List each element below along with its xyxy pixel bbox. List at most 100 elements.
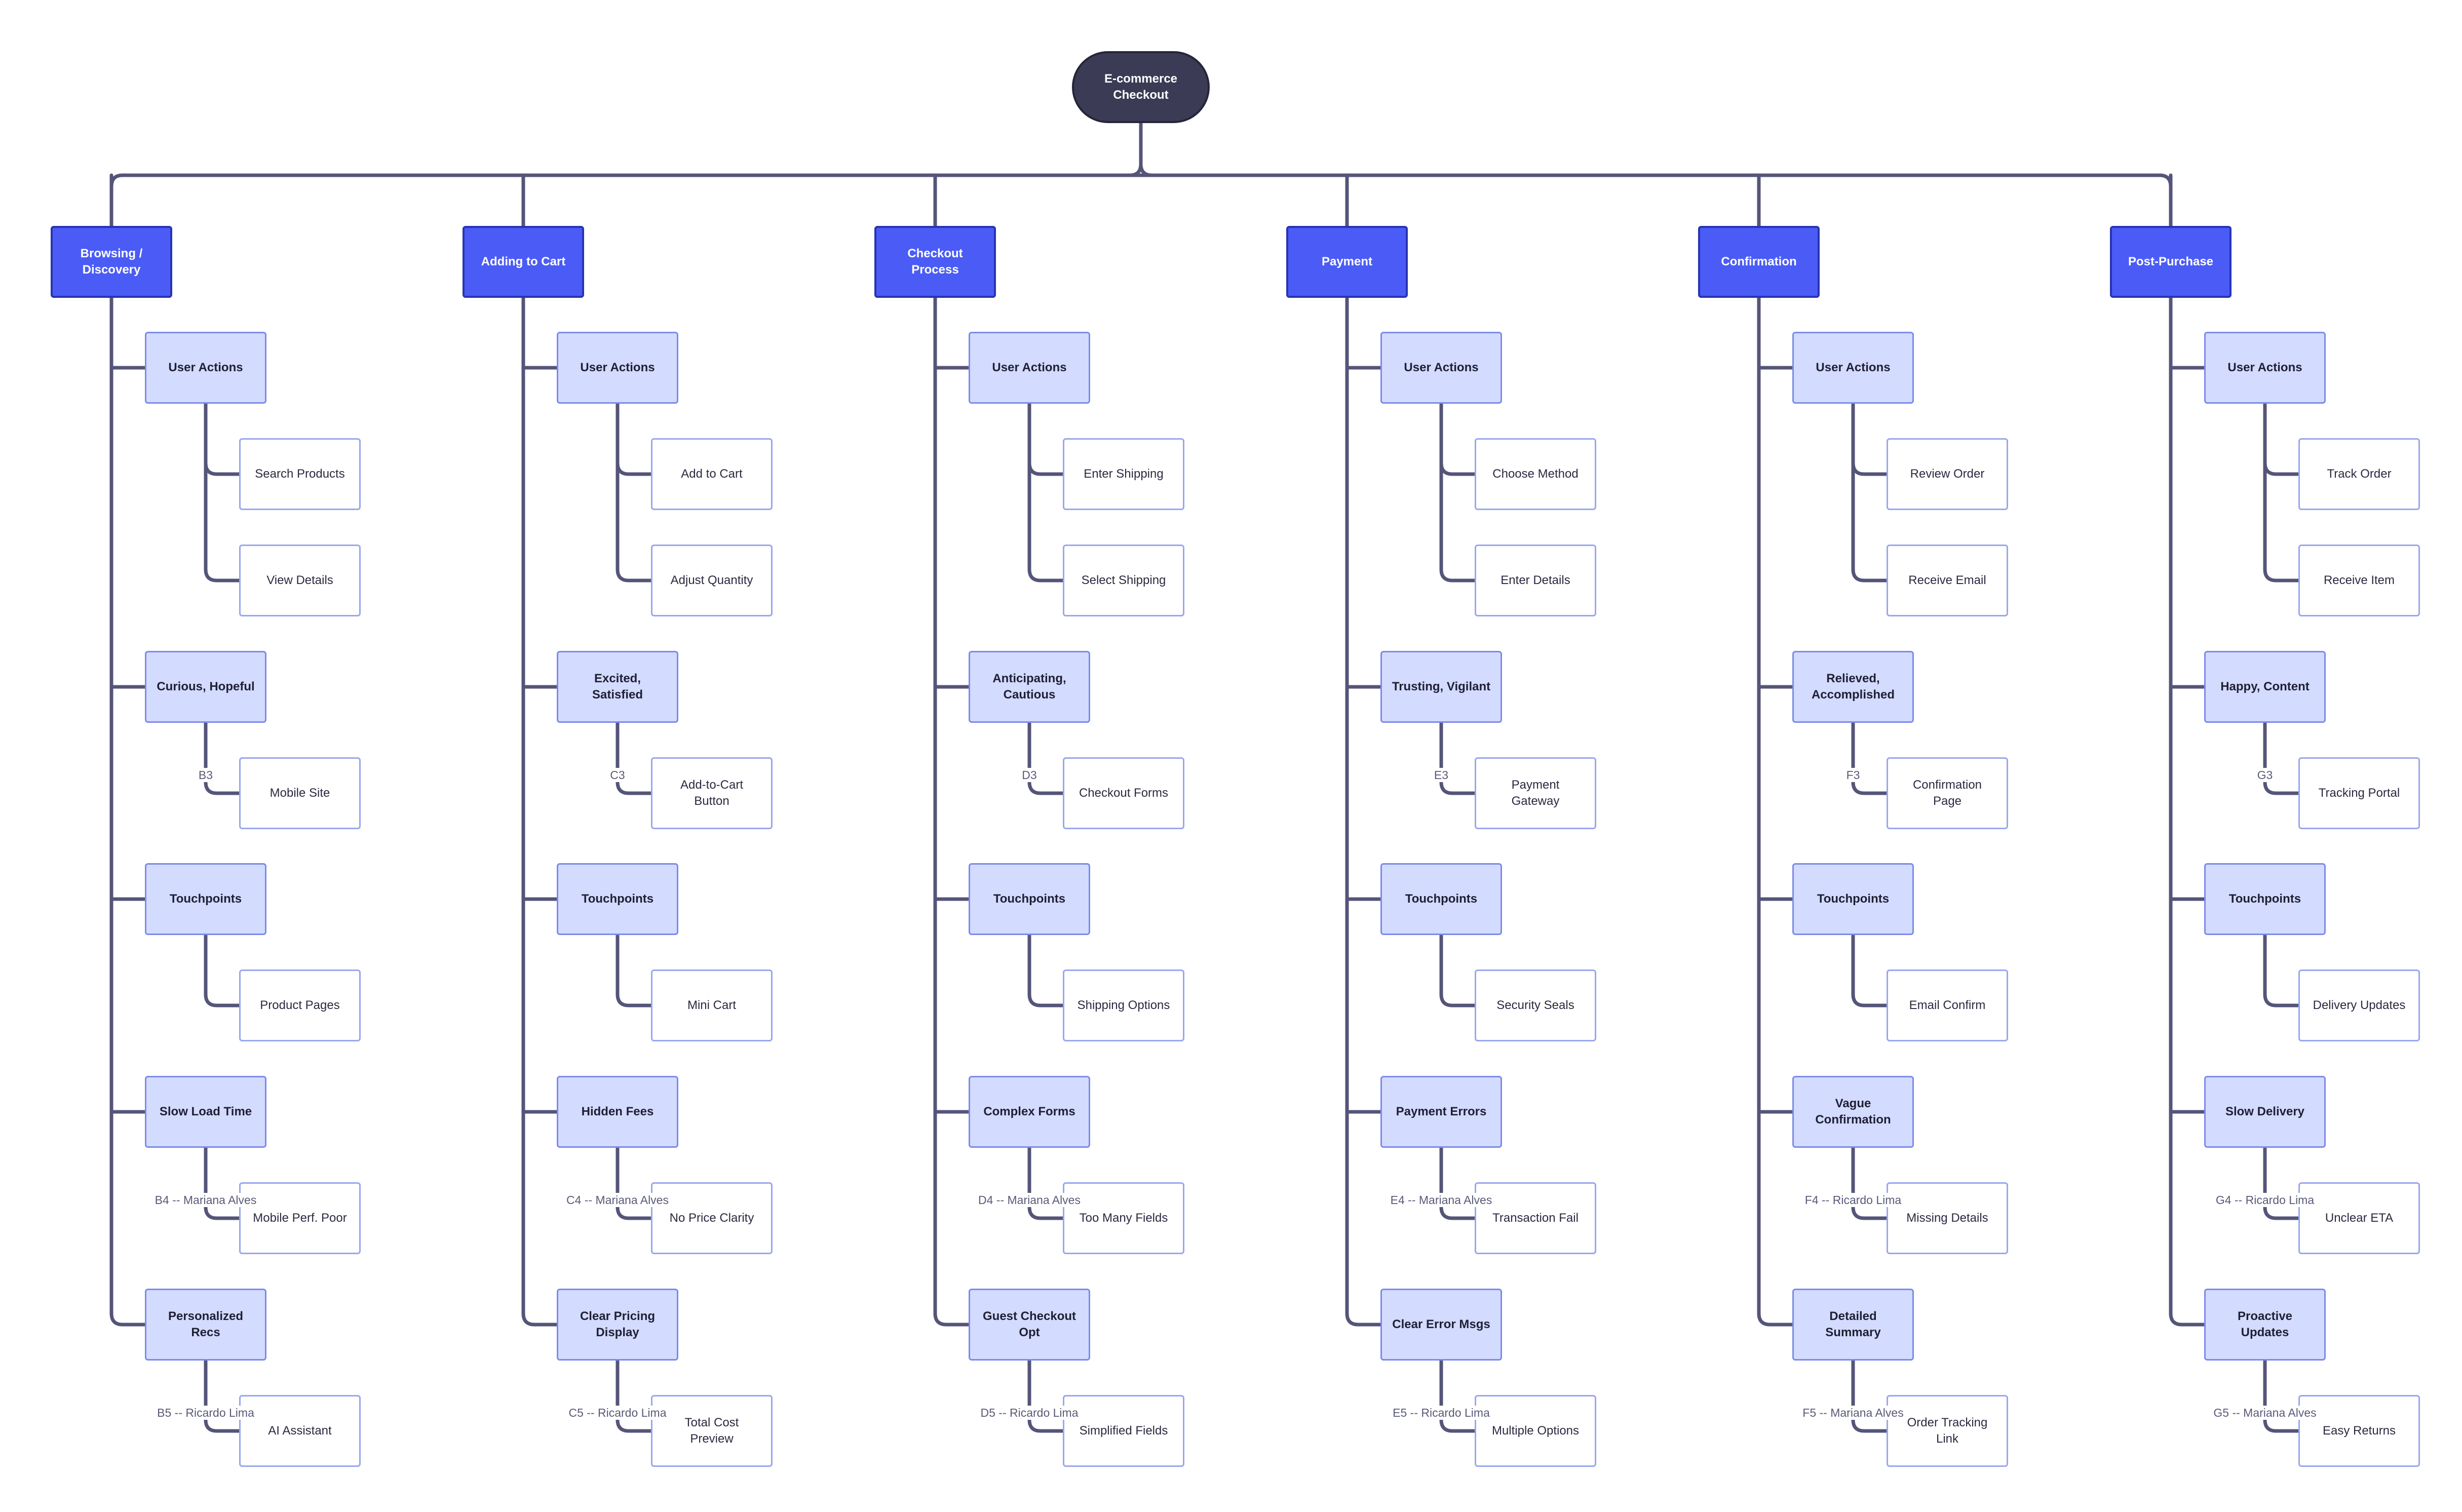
edge-label: G3 <box>2255 768 2275 782</box>
group-node[interactable]: Clear Pricing Display <box>557 1289 678 1361</box>
leaf-connector <box>2263 933 2300 1007</box>
group-node[interactable]: Slow Load Time <box>145 1076 266 1148</box>
leaf-connector <box>1027 933 1065 1007</box>
leaf-connector <box>1439 933 1477 1007</box>
leaf-node[interactable]: Checkout Forms <box>1063 757 1184 829</box>
leaf-node[interactable]: Mobile Perf. Poor <box>239 1182 361 1254</box>
edge-label: B4 -- Mariana Alves <box>153 1193 258 1207</box>
leaf-node[interactable]: Email Confirm <box>1887 970 2008 1041</box>
leaf-node[interactable]: Too Many Fields <box>1063 1182 1184 1254</box>
group-node[interactable]: User Actions <box>1380 332 1502 404</box>
leaf-node[interactable]: Add to Cart <box>651 438 773 510</box>
group-node[interactable]: Excited, Satisfied <box>557 651 678 723</box>
leaf-node[interactable]: View Details <box>239 545 361 616</box>
leaf-connector <box>2263 402 2300 583</box>
leaf-connector <box>1027 1146 1065 1220</box>
leaf-node[interactable]: Mobile Site <box>239 757 361 829</box>
group-node[interactable]: Guest Checkout Opt <box>969 1289 1090 1361</box>
group-node[interactable]: User Actions <box>969 332 1090 404</box>
stage-node[interactable]: Adding to Cart <box>463 226 584 298</box>
leaf-connector <box>1851 721 1889 795</box>
leaf-node[interactable]: Confirmation Page <box>1887 757 2008 829</box>
group-node[interactable]: Proactive Updates <box>2204 1289 2326 1361</box>
edge-label: D5 -- Ricardo Lima <box>979 1406 1080 1420</box>
edge-label: C3 <box>608 768 627 782</box>
group-node[interactable]: Happy, Content <box>2204 651 2326 723</box>
group-node[interactable]: User Actions <box>557 332 678 404</box>
leaf-node[interactable]: Total Cost Preview <box>651 1395 773 1467</box>
leaf-node[interactable]: Shipping Options <box>1063 970 1184 1041</box>
leaf-connector <box>204 721 241 795</box>
leaf-node[interactable]: No Price Clarity <box>651 1182 773 1254</box>
leaf-node[interactable]: Enter Shipping <box>1063 438 1184 510</box>
leaf-connector <box>204 933 241 1007</box>
leaf-node[interactable]: Missing Details <box>1887 1182 2008 1254</box>
group-node[interactable]: Hidden Fees <box>557 1076 678 1148</box>
leaf-node[interactable]: Delivery Updates <box>2298 970 2420 1041</box>
leaf-connector <box>1027 402 1065 583</box>
group-node[interactable]: User Actions <box>2204 332 2326 404</box>
group-node[interactable]: Touchpoints <box>1792 863 1914 935</box>
leaf-node[interactable]: Add-to-Cart Button <box>651 757 773 829</box>
group-node[interactable]: Complex Forms <box>969 1076 1090 1148</box>
group-node[interactable]: Anticipating, Cautious <box>969 651 1090 723</box>
trunk-connector <box>933 296 971 1327</box>
edge-label: B3 <box>197 768 215 782</box>
leaf-node[interactable]: Product Pages <box>239 970 361 1041</box>
stage-node[interactable]: Payment <box>1286 226 1408 298</box>
edge-label: F3 <box>1844 768 1862 782</box>
group-node[interactable]: Slow Delivery <box>2204 1076 2326 1148</box>
leaf-connector <box>1851 402 1889 583</box>
leaf-connector <box>2263 1359 2300 1433</box>
leaf-node[interactable]: Payment Gateway <box>1475 757 1596 829</box>
leaf-node[interactable]: Multiple Options <box>1475 1395 1596 1467</box>
leaf-node[interactable]: Track Order <box>2298 438 2420 510</box>
group-node[interactable]: Touchpoints <box>2204 863 2326 935</box>
leaf-node[interactable]: Receive Email <box>1887 545 2008 616</box>
leaf-node[interactable]: Receive Item <box>2298 545 2420 616</box>
leaf-node[interactable]: Adjust Quantity <box>651 545 773 616</box>
group-node[interactable]: Touchpoints <box>145 863 266 935</box>
group-node[interactable]: Touchpoints <box>557 863 678 935</box>
group-node[interactable]: Curious, Hopeful <box>145 651 266 723</box>
trunk-connector <box>1757 296 1794 1327</box>
leaf-node[interactable]: Review Order <box>1887 438 2008 510</box>
edge-label: E4 -- Mariana Alves <box>1389 1193 1494 1207</box>
group-node[interactable]: User Actions <box>145 332 266 404</box>
group-node[interactable]: Personalized Recs <box>145 1289 266 1361</box>
group-node[interactable]: Relieved, Accomplished <box>1792 651 1914 723</box>
group-node[interactable]: Trusting, Vigilant <box>1380 651 1502 723</box>
leaf-node[interactable]: Unclear ETA <box>2298 1182 2420 1254</box>
root-connector <box>1128 121 1143 177</box>
stage-node[interactable]: Confirmation <box>1698 226 1820 298</box>
group-node[interactable]: Touchpoints <box>969 863 1090 935</box>
group-node[interactable]: Vague Confirmation <box>1792 1076 1914 1148</box>
leaf-node[interactable]: AI Assistant <box>239 1395 361 1467</box>
group-node[interactable]: Payment Errors <box>1380 1076 1502 1148</box>
stage-node[interactable]: Browsing / Discovery <box>51 226 172 298</box>
root-node[interactable]: E-commerce Checkout <box>1072 51 1210 123</box>
stage-node[interactable]: Checkout Process <box>874 226 996 298</box>
leaf-node[interactable]: Security Seals <box>1475 970 1596 1041</box>
leaf-node[interactable]: Search Products <box>239 438 361 510</box>
group-node[interactable]: Touchpoints <box>1380 863 1502 935</box>
leaf-connector <box>615 1359 653 1433</box>
leaf-node[interactable]: Simplified Fields <box>1063 1395 1184 1467</box>
leaf-connector <box>2263 1146 2300 1220</box>
leaf-node[interactable]: Enter Details <box>1475 545 1596 616</box>
trunk-connector <box>2169 296 2206 1327</box>
leaf-node[interactable]: Order Tracking Link <box>1887 1395 2008 1467</box>
leaf-node[interactable]: Transaction Fail <box>1475 1182 1596 1254</box>
leaf-node[interactable]: Select Shipping <box>1063 545 1184 616</box>
leaf-node[interactable]: Tracking Portal <box>2298 757 2420 829</box>
leaf-node[interactable]: Mini Cart <box>651 970 773 1041</box>
group-node[interactable]: Detailed Summary <box>1792 1289 1914 1361</box>
leaf-node[interactable]: Choose Method <box>1475 438 1596 510</box>
group-node[interactable]: Clear Error Msgs <box>1380 1289 1502 1361</box>
group-node[interactable]: User Actions <box>1792 332 1914 404</box>
leaf-connector <box>615 933 653 1007</box>
leaf-connector <box>1027 402 1065 476</box>
stage-node[interactable]: Post-Purchase <box>2110 226 2232 298</box>
leaf-node[interactable]: Easy Returns <box>2298 1395 2420 1467</box>
